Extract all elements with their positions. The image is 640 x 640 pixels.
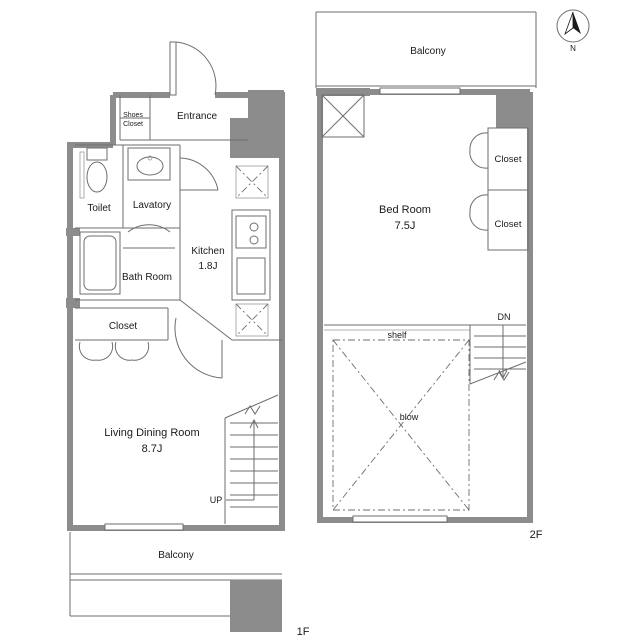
label-floor-1f: 1F <box>297 626 310 638</box>
living-door <box>174 317 223 379</box>
wall-stub <box>66 228 80 236</box>
window-2f-top <box>379 87 461 95</box>
label-living-dining-room: Living Dining Room <box>104 427 199 439</box>
refrigerator-space <box>235 165 269 199</box>
wall-column <box>316 88 370 96</box>
label-lavatory: Lavatory <box>133 200 171 211</box>
label-bed-room: Bed Room <box>379 204 431 216</box>
label-shelf: shelf <box>387 330 407 340</box>
washer-space <box>235 303 269 337</box>
kitchen-counter <box>231 209 271 301</box>
wall-column <box>248 90 284 158</box>
label-kitchen-size: 1.8J <box>199 261 218 272</box>
stairs-2f <box>469 324 527 385</box>
label-bed-room-size: 7.5J <box>395 220 416 232</box>
north-arrow-icon <box>556 9 590 43</box>
entrance-door <box>169 41 217 96</box>
label-kitchen: Kitchen <box>191 246 224 257</box>
balcony-2f-outline <box>315 11 537 88</box>
wall-stub <box>66 298 80 308</box>
label-shoes-closet-line1: Shoes <box>123 112 143 119</box>
window-2f-bottom <box>352 515 448 523</box>
label-shoes-closet-line2: Closet <box>123 121 143 128</box>
stairs-1f <box>224 394 279 524</box>
label-blow: blow <box>400 412 419 422</box>
lavatory-sink <box>127 147 171 181</box>
void-blow-area <box>332 339 470 511</box>
label-dn: DN <box>498 312 511 322</box>
closets-2f <box>469 127 529 251</box>
label-balcony-1f: Balcony <box>158 550 194 561</box>
window-1f <box>104 523 184 531</box>
lavatory-door <box>179 157 219 191</box>
label-floor-2f: 2F <box>530 529 543 541</box>
bathtub <box>79 231 121 295</box>
shaft-box <box>321 94 365 138</box>
wall-column <box>496 92 532 128</box>
second-floor <box>315 11 537 523</box>
label-toilet: Toilet <box>87 203 111 214</box>
balcony-1f-outline <box>69 532 282 632</box>
wall-column <box>230 118 250 158</box>
label-compass-n: N <box>570 44 576 53</box>
label-balcony-2f: Balcony <box>410 46 446 57</box>
label-bath-room: Bath Room <box>122 272 172 283</box>
label-living-size: 8.7J <box>142 443 163 455</box>
label-entrance: Entrance <box>177 111 217 122</box>
up-arrow-icon <box>249 418 259 429</box>
first-floor <box>66 41 285 632</box>
label-closet-2f-upper: Closet <box>495 154 522 165</box>
toilet-fixture <box>79 147 108 199</box>
label-closet-1f: Closet <box>109 321 138 332</box>
label-up: UP <box>210 495 223 505</box>
bath-door <box>127 224 171 233</box>
closet-doors-1f <box>78 341 150 361</box>
label-closet-2f-lower: Closet <box>495 219 522 230</box>
